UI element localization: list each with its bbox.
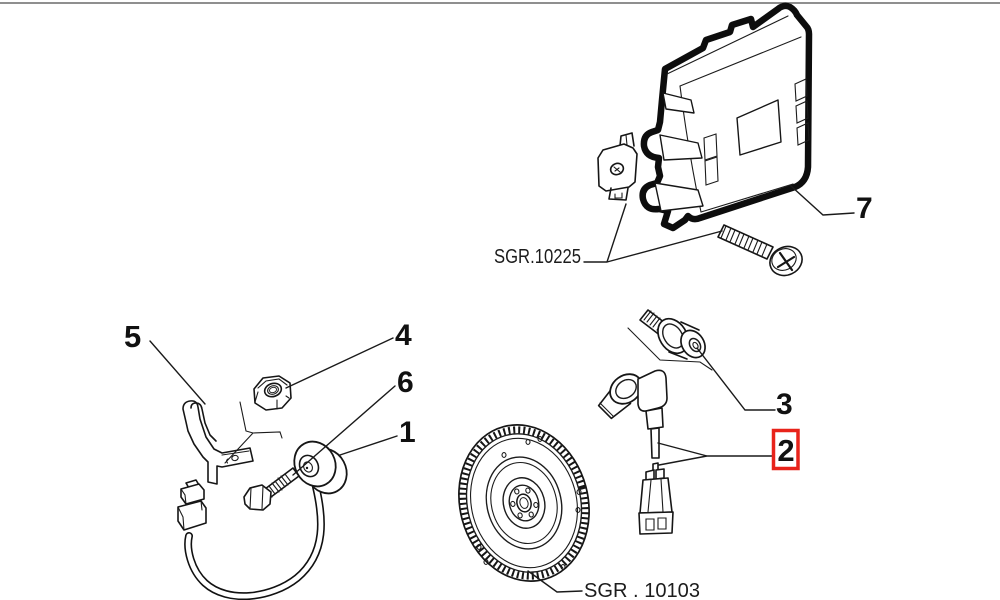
reference-code-sgr-10225[interactable]: SGR.10225: [494, 246, 581, 268]
callout-5[interactable]: 5: [124, 319, 141, 354]
leader-callout-5: [149, 340, 206, 405]
callout-2[interactable]: 2: [771, 428, 800, 471]
highlight-box: [771, 428, 800, 471]
phillips-cross-icon: [776, 251, 796, 272]
spacer-bolt-drawing: [639, 309, 706, 360]
callout-4[interactable]: 4: [395, 319, 412, 352]
knock-sensor-drawing: [177, 440, 348, 600]
callout-6[interactable]: 6: [397, 366, 414, 399]
callout-7[interactable]: 7: [856, 192, 873, 225]
leader-callout-4: [285, 337, 394, 389]
ecu-drawing: [639, 2, 813, 232]
flywheel-teeth: [459, 426, 589, 580]
flywheel-drill-holes: [476, 436, 582, 570]
ecu-retaining-clip-drawing: [597, 132, 638, 201]
rpm-sensor-drawing: [597, 327, 713, 535]
knock-sensor-connector: [177, 479, 207, 531]
ecu-connector-fin: [659, 134, 703, 161]
leader-sgr-10103: [527, 570, 583, 593]
callout-1[interactable]: 1: [399, 416, 416, 449]
leader-callout-3: [696, 347, 776, 411]
bracket-drawing: [182, 400, 283, 485]
leader-callout-6: [292, 385, 396, 476]
leader-callout-2: [657, 442, 773, 466]
ecu-label-area: [736, 99, 782, 156]
ecu-connector-fin: [654, 182, 704, 212]
construction-line: [627, 327, 713, 371]
ecu-screw-drawing: [717, 224, 803, 277]
callout-3[interactable]: 3: [776, 388, 793, 421]
flywheel-bolt-holes: [510, 487, 539, 519]
leader-callout-1: [339, 435, 398, 456]
callout-2-label[interactable]: 2: [777, 433, 794, 468]
construction-line: [224, 401, 283, 464]
ecu-vent-slot: [796, 122, 810, 146]
flywheel-drawing: [458, 424, 590, 582]
leader-callout-7: [790, 185, 855, 216]
ecu-vent-slot: [795, 100, 809, 124]
leader-sgr-10225: [583, 203, 723, 263]
reference-code-sgr-10103[interactable]: SGR . 10103: [584, 580, 700, 600]
bolt-drawing: [243, 467, 300, 511]
nut-drawing: [253, 375, 292, 411]
ecu-connector-fin: [662, 92, 695, 114]
ecu-vent-slot: [794, 78, 808, 102]
